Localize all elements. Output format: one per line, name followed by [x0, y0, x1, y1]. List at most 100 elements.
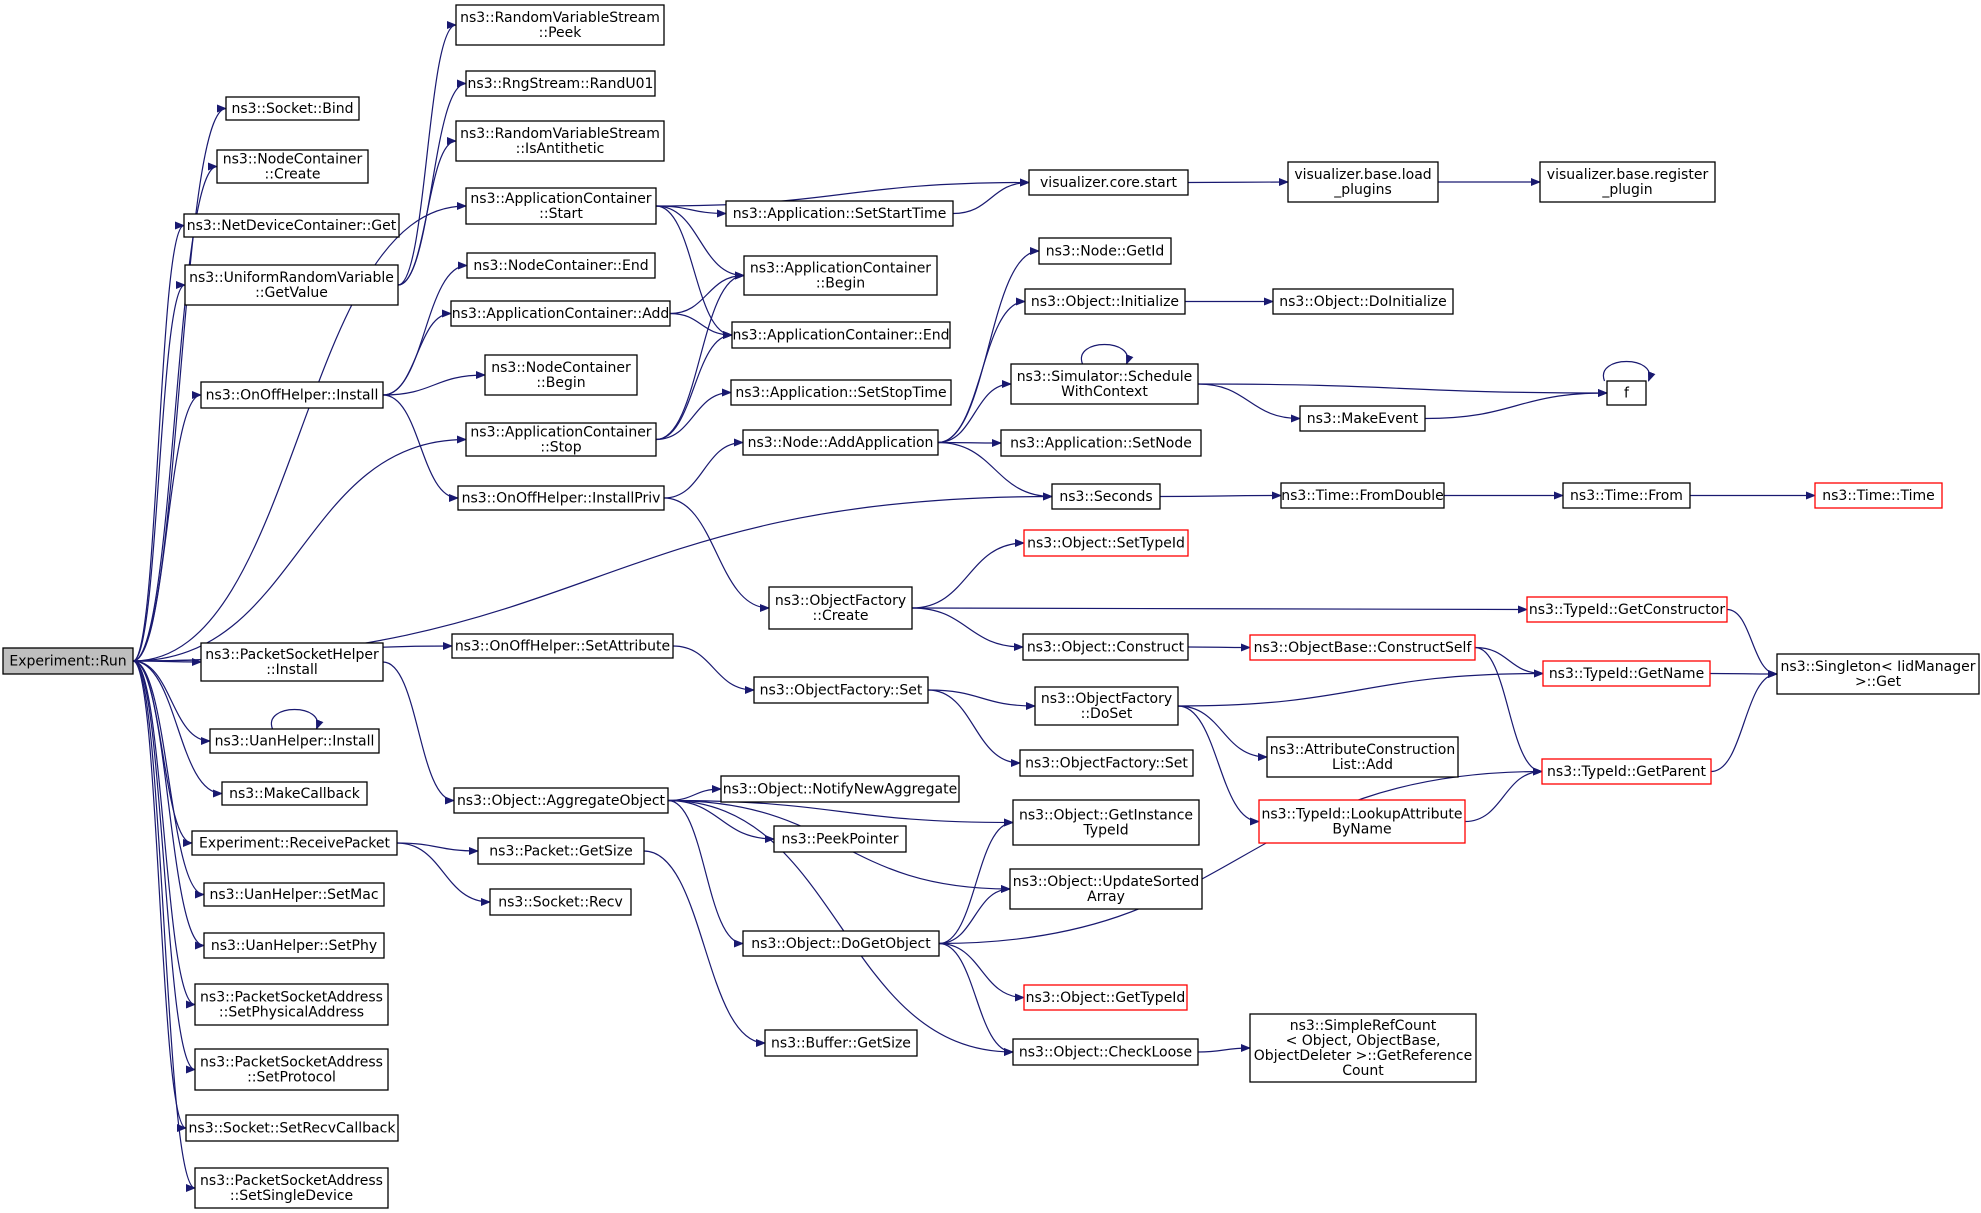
node-box	[720, 775, 960, 803]
node-makeCallback[interactable]: ns3::MakeCallback	[221, 781, 368, 806]
node-rvsPeek[interactable]: ns3::RandomVariableStream::Peek	[455, 4, 665, 46]
node-objBaseCS[interactable]: ns3::ObjectBase::ConstructSelf	[1249, 634, 1476, 661]
node-sockRecv[interactable]: ns3::Socket::Recv	[489, 888, 632, 916]
node-bufGetSize[interactable]: ns3::Buffer::GetSize	[764, 1029, 918, 1057]
node-nodeGetId[interactable]: ns3::Node::GetId	[1038, 237, 1172, 265]
node-label: ns3::RandomVariableStream	[460, 126, 660, 142]
node-ndcGet[interactable]: ns3::NetDeviceContainer::Get	[183, 213, 400, 238]
node-nodeAddApp[interactable]: ns3::Node::AddApplication	[742, 429, 939, 456]
edge-acStart-to-appSetStart	[655, 205, 727, 218]
node-label: Experiment::ReceivePacket	[199, 836, 390, 852]
node-makeEvent[interactable]: ns3::MakeEvent	[1299, 405, 1426, 432]
node-ofSet[interactable]: ns3::ObjectFactory::Set	[753, 676, 929, 704]
edge-run-to-ncCreate	[132, 162, 218, 662]
node-ooInstallPriv[interactable]: ns3::OnOffHelper::InstallPriv	[457, 485, 665, 511]
node-timeTime[interactable]: ns3::Time::Time	[1814, 482, 1943, 509]
node-acBegin[interactable]: ns3::ApplicationContainer::Begin	[743, 255, 938, 296]
node-objSetTypeId[interactable]: ns3::Object::SetTypeId	[1023, 529, 1189, 557]
node-ooSetAttr[interactable]: ns3::OnOffHelper::SetAttribute	[451, 633, 674, 659]
node-recvPacket[interactable]: Experiment::ReceivePacket	[191, 830, 398, 856]
node-pktGetSize[interactable]: ns3::Packet::GetSize	[477, 837, 645, 865]
node-ofSet2[interactable]: ns3::ObjectFactory::Set	[1019, 749, 1194, 777]
node-f[interactable]: f	[1606, 380, 1647, 406]
node-tidGetName[interactable]: ns3::TypeId::GetName	[1542, 660, 1711, 687]
node-singleton[interactable]: ns3::Singleton< IidManager >::Get	[1776, 653, 1980, 695]
node-timeFromDouble[interactable]: ns3::Time::FromDouble	[1280, 482, 1445, 509]
node-objInit[interactable]: ns3::Object::Initialize	[1024, 288, 1186, 315]
node-setSingleDev[interactable]: ns3::PacketSocketAddress::SetSingleDevic…	[194, 1167, 389, 1209]
node-acStop[interactable]: ns3::ApplicationContainer::Stop	[465, 422, 657, 457]
node-setPhysAddr[interactable]: ns3::PacketSocketAddress::SetPhysicalAdd…	[194, 983, 389, 1026]
node-vizReg[interactable]: visualizer.base.register_plugin	[1539, 161, 1716, 203]
node-label: ns3::Object::DoGetObject	[751, 936, 931, 952]
node-psInstall[interactable]: ns3::PacketSocketHelper::Install	[200, 642, 384, 682]
edge-run-to-makeCallback	[132, 660, 223, 798]
edge-run-to-acStop	[132, 435, 467, 662]
edge-vizStart-to-vizLoad	[1187, 178, 1289, 187]
edge-run-to-setPhysAddr	[132, 660, 196, 1009]
node-urvGetValue[interactable]: ns3::UniformRandomVariable::GetValue	[184, 264, 399, 306]
node-ncCreate[interactable]: ns3::NodeContainer::Create	[216, 149, 369, 184]
edge-psInstall-to-aggObj	[382, 661, 455, 805]
node-ooInstall[interactable]: ns3::OnOffHelper::Install	[200, 381, 384, 409]
node-checkLoose[interactable]: ns3::Object::CheckLoose	[1012, 1038, 1199, 1066]
node-run[interactable]: Experiment::Run	[2, 647, 134, 675]
node-randU01[interactable]: ns3::RngStream::RandU01	[465, 70, 656, 97]
node-box	[1280, 482, 1445, 509]
node-tidGetCtor[interactable]: ns3::TypeId::GetConstructor	[1526, 596, 1728, 623]
node-box	[1038, 237, 1172, 265]
node-doInit[interactable]: ns3::Object::DoInitialize	[1272, 288, 1454, 315]
node-doGetObj[interactable]: ns3::Object::DoGetObject	[742, 930, 940, 957]
node-ncEnd[interactable]: ns3::NodeContainer::End	[466, 252, 656, 279]
node-setProto[interactable]: ns3::PacketSocketAddress::SetProtocol	[194, 1048, 389, 1091]
node-ncBegin[interactable]: ns3::NodeContainer::Begin	[484, 354, 638, 396]
node-box	[742, 429, 939, 456]
node-vizStart[interactable]: visualizer.core.start	[1028, 169, 1189, 196]
node-uanInstall[interactable]: ns3::UanHelper::Install	[209, 728, 380, 754]
node-label: ns3::Packet::GetSize	[489, 844, 632, 860]
node-label: ns3::Object::GetInstance	[1019, 808, 1193, 824]
node-ofDoSet[interactable]: ns3::ObjectFactory::DoSet	[1034, 686, 1179, 726]
node-setMac[interactable]: ns3::UanHelper::SetMac	[203, 882, 385, 907]
node-objGetTypeId[interactable]: ns3::Object::GetTypeId	[1023, 984, 1188, 1011]
node-acEnd[interactable]: ns3::ApplicationContainer::End	[731, 321, 951, 349]
node-timeFrom[interactable]: ns3::Time::From	[1562, 482, 1691, 509]
edge-makeEvent-to-f	[1424, 389, 1608, 420]
node-appSetStart[interactable]: ns3::Application::SetStartTime	[725, 200, 954, 227]
node-appSetStop[interactable]: ns3::Application::SetStopTime	[730, 379, 952, 406]
node-setPhy[interactable]: ns3::UanHelper::SetPhy	[203, 932, 385, 959]
node-box	[183, 213, 400, 238]
node-label: _plugins	[1333, 182, 1392, 198]
node-peekPtr[interactable]: ns3::PeekPointer	[773, 825, 907, 853]
node-ofCreate[interactable]: ns3::ObjectFactory::Create	[768, 586, 913, 630]
node-notifyAgg[interactable]: ns3::Object::NotifyNewAggregate	[720, 775, 960, 803]
node-box	[1539, 161, 1716, 203]
node-appSetNode[interactable]: ns3::Application::SetNode	[1000, 429, 1202, 457]
node-tidGetParent[interactable]: ns3::TypeId::GetParent	[1541, 758, 1712, 785]
node-label: ns3::Object::Construct	[1027, 640, 1185, 656]
node-label: ns3::TypeId::GetParent	[1547, 764, 1706, 780]
node-objConstruct[interactable]: ns3::Object::Construct	[1022, 633, 1189, 661]
node-box	[743, 255, 938, 296]
node-label: >::Get	[1855, 674, 1902, 690]
node-vizLoad[interactable]: visualizer.base.load_plugins	[1287, 161, 1439, 203]
node-simpleRef[interactable]: ns3::SimpleRefCount< Object, ObjectBase,…	[1249, 1013, 1477, 1083]
node-label: ::DoSet	[1081, 706, 1133, 722]
node-seconds[interactable]: ns3::Seconds	[1051, 483, 1161, 510]
node-label: ns3::NodeContainer	[491, 360, 631, 376]
node-label: ns3::OnOffHelper::Install	[206, 388, 379, 404]
node-acAdd[interactable]: ns3::ApplicationContainer::Add	[450, 300, 671, 327]
node-bind[interactable]: ns3::Socket::Bind	[225, 96, 360, 121]
node-box	[725, 200, 954, 227]
node-acStart[interactable]: ns3::ApplicationContainer::Start	[465, 187, 657, 225]
node-label: ns3::Object::Initialize	[1031, 294, 1179, 310]
edge-run-to-setProto	[132, 660, 196, 1074]
node-aggObj[interactable]: ns3::Object::AggregateObject	[453, 787, 669, 814]
node-isAnti[interactable]: ns3::RandomVariableStream::IsAntithetic	[455, 120, 665, 162]
node-setRecvCb[interactable]: ns3::Socket::SetRecvCallback	[185, 1114, 399, 1142]
